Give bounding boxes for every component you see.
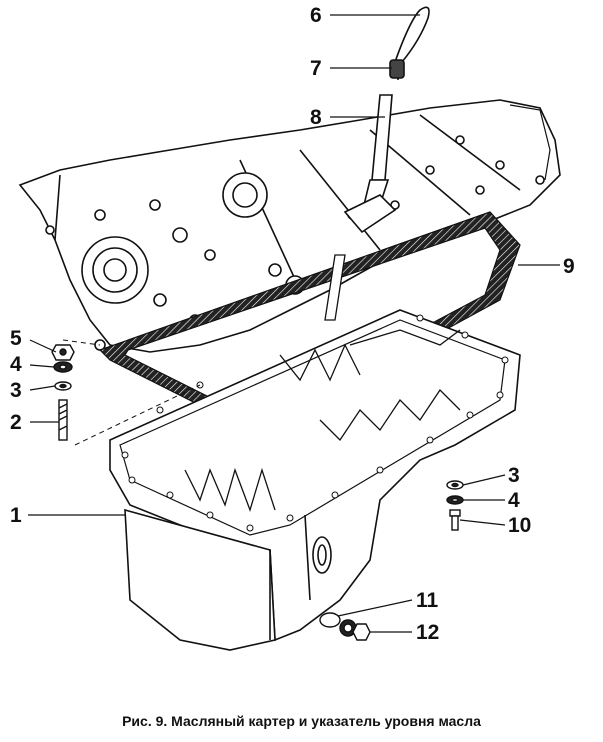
leader-3b [462,474,506,486]
callout-3b: 3 [508,464,520,487]
assembly-guides [62,339,201,446]
callout-8: 8 [310,106,322,129]
left-fasteners [51,344,75,441]
callout-1: 1 [10,504,22,527]
oil-pan-baffles [184,254,461,513]
callout-9: 9 [563,255,575,278]
leader-11 [337,599,413,617]
transmission-housing [18,99,561,353]
callout-5: 5 [10,327,22,350]
drain-plug [319,612,371,641]
callout-2: 2 [10,411,22,434]
figure-caption: Рис. 9. Масляный картер и указатель уров… [122,713,481,729]
dipstick [343,6,430,234]
right-fasteners [446,480,464,531]
callout-4a: 4 [10,353,22,376]
leader-3a [29,385,56,391]
callout-6: 6 [310,4,322,27]
leader-10 [459,519,506,526]
leader-lines [28,14,560,633]
flange-holes [121,314,509,532]
callout-7: 7 [310,57,322,80]
callout-10: 10 [508,514,531,537]
callout-3a: 3 [10,379,22,402]
callout-12: 12 [416,621,439,644]
oil-pan [109,309,521,651]
callout-4b: 4 [508,489,520,512]
leader-5 [29,339,57,353]
leader-4a [29,364,55,368]
callout-11: 11 [416,589,439,612]
